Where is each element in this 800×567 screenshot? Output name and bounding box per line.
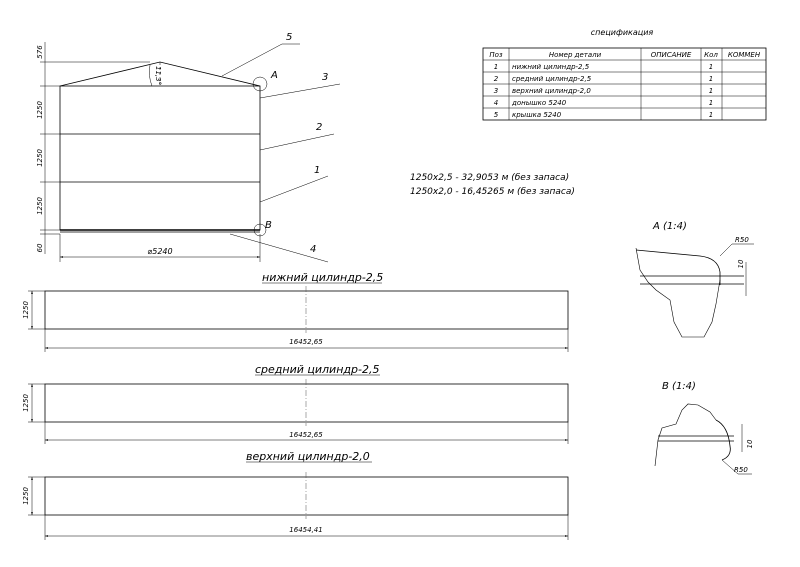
spec-row-qty: 1	[709, 75, 713, 83]
spec-row-qty: 1	[709, 111, 713, 119]
sheet-middle-cylinder: средний цилиндр-2,5 1250 16452,65	[22, 363, 569, 444]
note-line-1: 1250х2,5 - 32,9053 м (без запаса)	[410, 173, 569, 183]
detail-a-thickness: 10	[737, 259, 745, 268]
sheet-title: средний цилиндр-2,5	[255, 363, 379, 376]
callout-5: 5	[286, 32, 292, 43]
dim-shell-top: 1250	[36, 101, 44, 119]
spec-row-name: донышко 5240	[511, 99, 567, 107]
spec-title: спецификация	[591, 28, 654, 37]
spec-row-name: средний цилиндр-2,5	[512, 75, 592, 83]
note-line-2: 1250х2,0 - 16,45265 м (без запаса)	[410, 187, 575, 197]
spec-header-qty: Кол	[704, 51, 718, 59]
spec-row-pos: 2	[494, 75, 499, 83]
sheet-length: 16454,41	[289, 526, 322, 534]
callout-1: 1	[314, 165, 320, 176]
dim-bottom-thickness: 60	[36, 243, 44, 252]
sheet-height: 1250	[22, 301, 30, 319]
sheet-upper-cylinder: верхний цилиндр-2,0 1250 16454,41	[22, 450, 569, 540]
spec-row-pos: 5	[494, 111, 499, 119]
dim-shell-bottom: 1250	[36, 197, 44, 215]
spec-header-pos: Поз	[489, 51, 503, 59]
spec-header-desc: ОПИСАНИЕ	[651, 51, 692, 59]
sheet-length: 16452,65	[289, 431, 323, 439]
detail-b: В (1:4) R50 10	[654, 381, 754, 475]
sheet-length: 16452,65	[289, 338, 323, 346]
tank-elevation: 11,3° A B 576 1250 1250 1250 60 ⌀5240	[36, 32, 341, 263]
detail-b-thickness: 10	[746, 439, 754, 448]
detail-marker-a: A	[270, 70, 278, 81]
dim-diameter: ⌀5240	[147, 247, 172, 256]
dim-roof-height: 576	[36, 45, 44, 59]
sheet-title: нижний цилиндр-2,5	[262, 271, 383, 284]
spec-row-pos: 3	[494, 87, 498, 95]
callout-2: 2	[316, 122, 322, 133]
spec-row-qty: 1	[709, 87, 713, 95]
detail-b-title: В (1:4)	[662, 381, 696, 392]
specification-table: спецификация Поз Номер детали ОПИСАНИЕ К…	[482, 28, 767, 121]
spec-row-name: нижний цилиндр-2,5	[512, 63, 590, 71]
spec-header-name: Номер детали	[549, 51, 602, 59]
sheet-lower-cylinder: нижний цилиндр-2,5 1250 16452,65	[22, 271, 569, 352]
detail-a: А (1:4) R50 10	[635, 221, 754, 338]
detail-a-radius: R50	[735, 236, 749, 244]
roof-angle-label: 11,3°	[154, 66, 162, 85]
spec-row-name: крышка 5240	[512, 111, 562, 119]
callout-3: 3	[322, 72, 328, 83]
sheet-height: 1250	[22, 394, 30, 412]
spec-header-comment: КОММЕН	[728, 51, 761, 59]
spec-row-pos: 1	[494, 63, 498, 71]
sheet-title: верхний цилиндр-2,0	[246, 450, 370, 463]
detail-b-radius: R50	[734, 466, 748, 474]
detail-marker-b: B	[265, 220, 272, 231]
spec-row-name: верхний цилиндр-2,0	[512, 87, 591, 95]
dim-shell-middle: 1250	[36, 149, 44, 167]
spec-row-pos: 4	[494, 99, 498, 107]
spec-row-qty: 1	[709, 63, 713, 71]
sheet-height: 1250	[22, 487, 30, 505]
callout-4: 4	[310, 244, 316, 255]
detail-a-title: А (1:4)	[652, 221, 687, 232]
spec-row-qty: 1	[709, 99, 713, 107]
